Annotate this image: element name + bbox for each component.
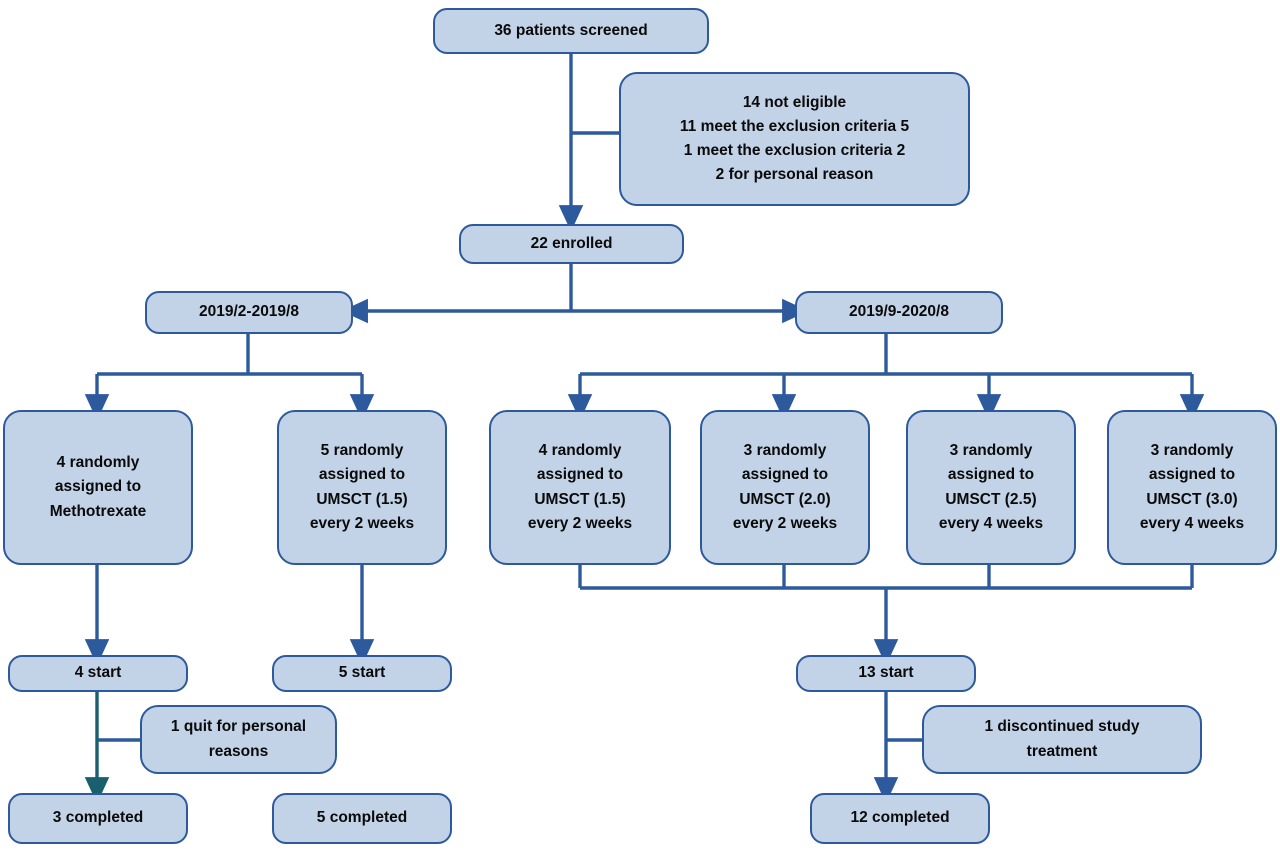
node-completed-umsct-left-line-0: 5 completed bbox=[316, 809, 408, 827]
node-arm-umsct-20-line-2: UMSCT (2.0) bbox=[739, 490, 831, 508]
node-arm-methotrexate[interactable]: 4 randomly assigned to Methotrexate bbox=[3, 410, 193, 565]
node-completed-umsct-right-line-0: 12 completed bbox=[850, 809, 950, 827]
node-not-eligible-line-2: 1 meet the exclusion criteria 2 bbox=[683, 142, 906, 159]
node-arm-umsct-15-right-line-0: 4 randomly bbox=[538, 442, 622, 460]
node-discontinued-line-0: 1 discontinued study bbox=[984, 718, 1140, 736]
node-arm-umsct-15-right-line-2: UMSCT (1.5) bbox=[534, 490, 626, 508]
node-start-umsct-left-line-0: 5 start bbox=[338, 664, 386, 682]
node-start-umsct-right-line-0: 13 start bbox=[858, 664, 914, 682]
node-period-left[interactable]: 2019/2-2019/8 bbox=[145, 291, 353, 334]
node-arm-umsct-15-left-line-1: assigned to bbox=[318, 466, 406, 484]
node-arm-umsct-20[interactable]: 3 randomly assigned to UMSCT (2.0) every… bbox=[700, 410, 870, 565]
node-start-umsct-left[interactable]: 5 start bbox=[272, 655, 452, 692]
node-quit-personal[interactable]: 1 quit for personal reasons bbox=[140, 705, 337, 774]
node-screened-line-0: 36 patients screened bbox=[494, 21, 648, 39]
node-arm-methotrexate-line-0: 4 randomly bbox=[56, 454, 140, 472]
node-not-eligible-line-1: 11 meet the exclusion criteria 5 bbox=[679, 117, 910, 135]
node-completed-methotrexate-line-0: 3 completed bbox=[52, 809, 144, 827]
node-arm-umsct-30-line-0: 3 randomly bbox=[1150, 442, 1234, 460]
node-arm-umsct-20-line-0: 3 randomly bbox=[743, 442, 827, 460]
node-discontinued[interactable]: 1 discontinued study treatment bbox=[922, 705, 1202, 774]
node-screened[interactable]: 36 patients screened bbox=[433, 8, 709, 54]
node-arm-umsct-15-left-line-0: 5 randomly bbox=[320, 442, 404, 460]
node-start-umsct-right[interactable]: 13 start bbox=[796, 655, 976, 692]
node-completed-umsct-right[interactable]: 12 completed bbox=[810, 793, 990, 844]
node-arm-umsct-25[interactable]: 3 randomly assigned to UMSCT (2.5) every… bbox=[906, 410, 1076, 565]
node-arm-umsct-15-right-line-1: assigned to bbox=[536, 466, 624, 484]
node-arm-umsct-25-line-3: every 4 weeks bbox=[938, 514, 1044, 532]
node-completed-methotrexate[interactable]: 3 completed bbox=[8, 793, 188, 844]
node-not-eligible-line-3: 2 for personal reason bbox=[715, 166, 874, 184]
node-arm-umsct-15-left[interactable]: 5 randomly assigned to UMSCT (1.5) every… bbox=[277, 410, 447, 565]
node-quit-personal-line-0: 1 quit for personal bbox=[170, 718, 307, 736]
node-arm-umsct-25-line-0: 3 randomly bbox=[949, 442, 1033, 460]
node-arm-umsct-15-right[interactable]: 4 randomly assigned to UMSCT (1.5) every… bbox=[489, 410, 671, 565]
node-quit-personal-line-1: reasons bbox=[208, 742, 269, 760]
node-arm-umsct-30[interactable]: 3 randomly assigned to UMSCT (3.0) every… bbox=[1107, 410, 1277, 565]
node-arm-methotrexate-line-2: Methotrexate bbox=[49, 502, 147, 520]
node-start-methotrexate[interactable]: 4 start bbox=[8, 655, 188, 692]
node-enrolled[interactable]: 22 enrolled bbox=[459, 224, 684, 264]
node-arm-methotrexate-line-1: assigned to bbox=[54, 478, 142, 496]
node-arm-umsct-30-line-2: UMSCT (3.0) bbox=[1146, 490, 1238, 508]
node-start-methotrexate-line-0: 4 start bbox=[74, 664, 122, 682]
node-period-left-line-0: 2019/2-2019/8 bbox=[199, 303, 299, 321]
node-arm-umsct-15-left-line-2: UMSCT (1.5) bbox=[316, 490, 408, 508]
node-arm-umsct-25-line-1: assigned to bbox=[947, 466, 1035, 484]
node-arm-umsct-30-line-1: assigned to bbox=[1148, 466, 1236, 484]
node-period-right-line-0: 2019/9-2020/8 bbox=[849, 303, 949, 321]
node-arm-umsct-30-line-3: every 4 weeks bbox=[1139, 514, 1245, 532]
node-not-eligible-line-0: 14 not eligible bbox=[742, 93, 847, 111]
node-period-right[interactable]: 2019/9-2020/8 bbox=[795, 291, 1003, 334]
node-not-eligible[interactable]: 14 not eligible 11 meet the exclusion cr… bbox=[619, 72, 970, 206]
node-arm-umsct-20-line-1: assigned to bbox=[741, 466, 829, 484]
node-enrolled-line-0: 22 enrolled bbox=[530, 234, 613, 252]
node-arm-umsct-20-line-3: every 2 weeks bbox=[732, 514, 838, 532]
node-arm-umsct-15-left-line-3: every 2 weeks bbox=[309, 514, 415, 532]
node-arm-umsct-15-right-line-3: every 2 weeks bbox=[527, 514, 633, 532]
node-completed-umsct-left[interactable]: 5 completed bbox=[272, 793, 452, 844]
node-discontinued-line-1: treatment bbox=[1026, 742, 1098, 760]
node-arm-umsct-25-line-2: UMSCT (2.5) bbox=[945, 490, 1037, 508]
